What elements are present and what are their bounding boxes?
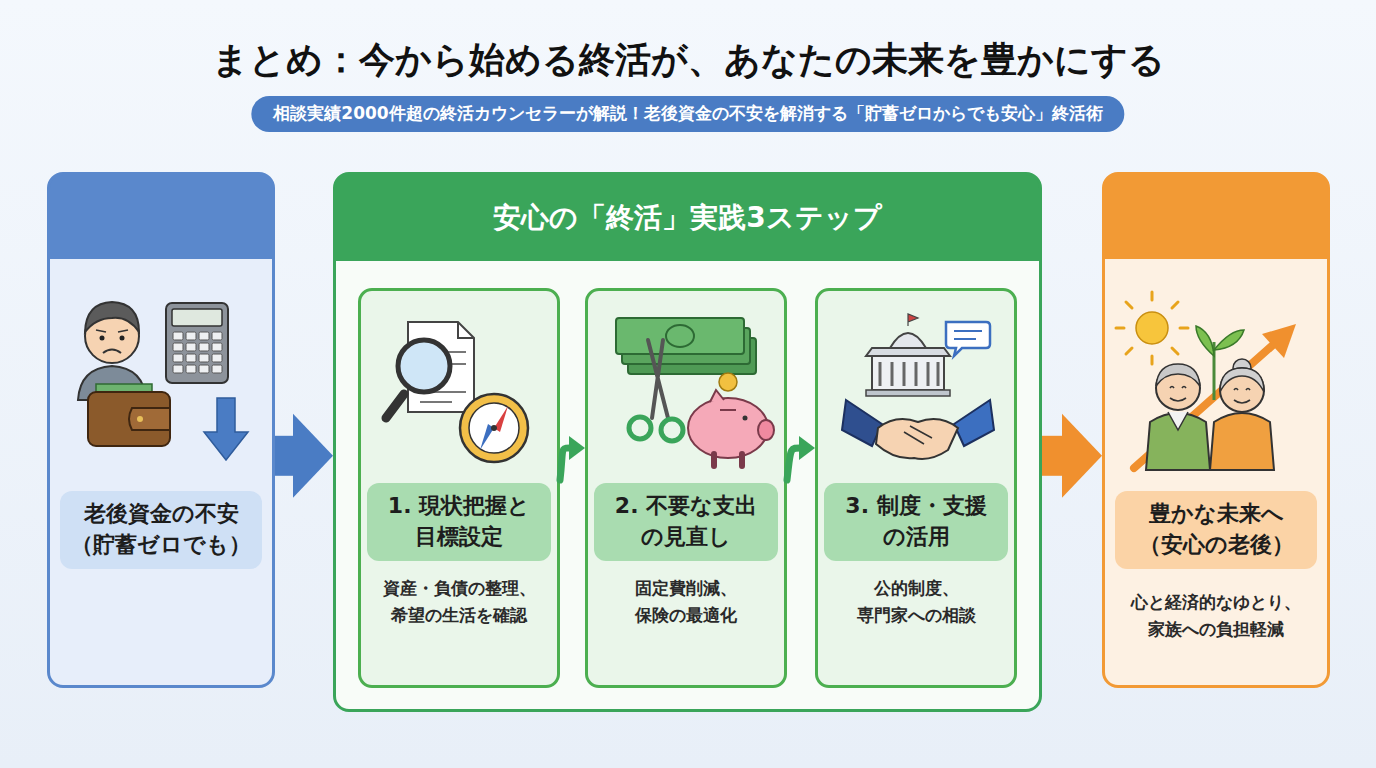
document-magnifier-compass (386, 322, 528, 462)
flow-arrow (787, 436, 815, 480)
main-title: まとめ：今から始める終活が、あなたの未来を豊かにする (0, 38, 1376, 81)
flow-arrow (1042, 414, 1102, 498)
node-heading: 相談実績2000件超の終活カウンセラーが解説！老後資金の不安を解消する「貯蓄ゼロ… (273, 102, 1102, 126)
building-handshake (842, 314, 994, 459)
node-heading: 3. 制度・支援 の活用 (824, 483, 1008, 561)
panel-box: 安心の「終活」実践3ステップ 1. 現状把握と 目標設定資産・負債の整理、 希望の… (333, 172, 1042, 712)
wallet-icon (88, 384, 170, 446)
node-heading: 2. 不要な支出 の見直し (594, 483, 778, 561)
node-body: 公的制度、 専門家への相談 (818, 575, 1014, 629)
node-heading: 1. 現状把握と 目標設定 (367, 483, 551, 561)
money-scissors-piggy (616, 318, 774, 466)
flow-arrow (275, 414, 333, 498)
subtitle-pill: 相談実績2000件超の終活カウンセラーが解説！老後資金の不安を解消する「貯蓄ゼロ… (251, 96, 1124, 132)
step-card: 1. 現状把握と 目標設定資産・負債の整理、 希望の生活を確認 (358, 288, 560, 688)
node-heading: 老後資金の不安 （貯蓄ゼロでも） (60, 491, 262, 569)
worried-person (78, 302, 146, 400)
step-card: 2. 不要な支出 の見直し固定費削減、 保険の最適化 (585, 288, 787, 688)
node-body: 資産・負債の整理、 希望の生活を確認 (361, 575, 557, 629)
calculator-icon (166, 303, 228, 383)
step-card: 3. 制度・支援 の活用公的制度、 専門家への相談 (815, 288, 1017, 688)
panel-box: 老後資金の不安 （貯蓄ゼロでも） (47, 172, 275, 688)
node-body: 固定費削減、 保険の最適化 (588, 575, 784, 629)
node-heading: 豊かな未来へ （安心の老後） (1115, 491, 1317, 569)
happy-couple (1116, 292, 1296, 470)
flow-arrow (560, 436, 585, 480)
node-body: 心と経済的なゆとり、 家族への負担軽減 (1105, 589, 1327, 643)
panel-box: 豊かな未来へ （安心の老後） 心と経済的なゆとり、 家族への負担軽減 (1102, 172, 1330, 688)
node-heading: 安心の「終活」実践3ステップ (336, 175, 1039, 261)
down-arrow (204, 398, 248, 460)
